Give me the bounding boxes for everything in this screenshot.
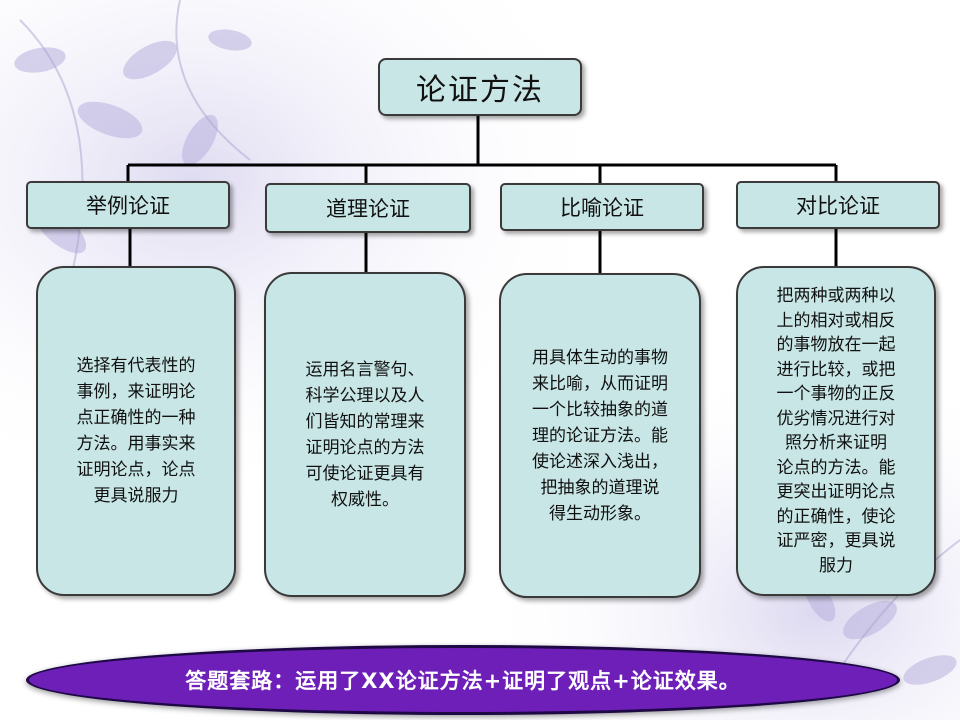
description-box-example: 选择有代表性的 事例，来证明论 点正确性的一种 方法。用事实来 证明论点，论点 … xyxy=(36,266,236,596)
description-text: 运用名言警句、 科学公理以及人 们皆知的常理来 证明论点的方法 可使论证更具有 … xyxy=(305,359,425,510)
description-box-contrast: 把两种或两种以 上的相对或相反 的事物放在一起 进行比较，或把 一个事物的正反 … xyxy=(736,266,936,596)
description-box-metaphor: 用具体生动的事物 来比喻，从而证明 一个比较抽象的道 理的论证方法。能 使论述深… xyxy=(499,273,701,598)
description-text: 把两种或两种以 上的相对或相反 的事物放在一起 进行比较，或把 一个事物的正反 … xyxy=(776,286,896,576)
description-text: 用具体生动的事物 来比喻，从而证明 一个比较抽象的道 理的论证方法。能 使论述深… xyxy=(532,347,668,524)
flower-icon xyxy=(14,29,252,254)
category-node-reasoning: 道理论证 xyxy=(265,183,471,233)
description-text: 选择有代表性的 事例，来证明论 点正确性的一种 方法。用事实来 证明论点，论点 … xyxy=(76,356,196,506)
banner-text: 答题套路：运用了XX论证方法+证明了观点+论证效果。 xyxy=(185,669,741,693)
root-node-label: 论证方法 xyxy=(416,73,544,108)
category-label: 道理论证 xyxy=(326,197,410,221)
answer-formula-banner: 答题套路：运用了XX论证方法+证明了观点+论证效果。 xyxy=(26,645,900,715)
category-node-contrast: 对比论证 xyxy=(736,181,940,229)
category-node-metaphor: 比喻论证 xyxy=(500,183,704,231)
category-label: 比喻论证 xyxy=(560,196,644,220)
category-node-example: 举例论证 xyxy=(26,181,230,229)
category-label: 对比论证 xyxy=(796,194,880,218)
description-box-reasoning: 运用名言警句、 科学公理以及人 们皆知的常理来 证明论点的方法 可使论证更具有 … xyxy=(264,272,466,597)
category-label: 举例论证 xyxy=(86,194,170,218)
root-node: 论证方法 xyxy=(378,58,582,116)
